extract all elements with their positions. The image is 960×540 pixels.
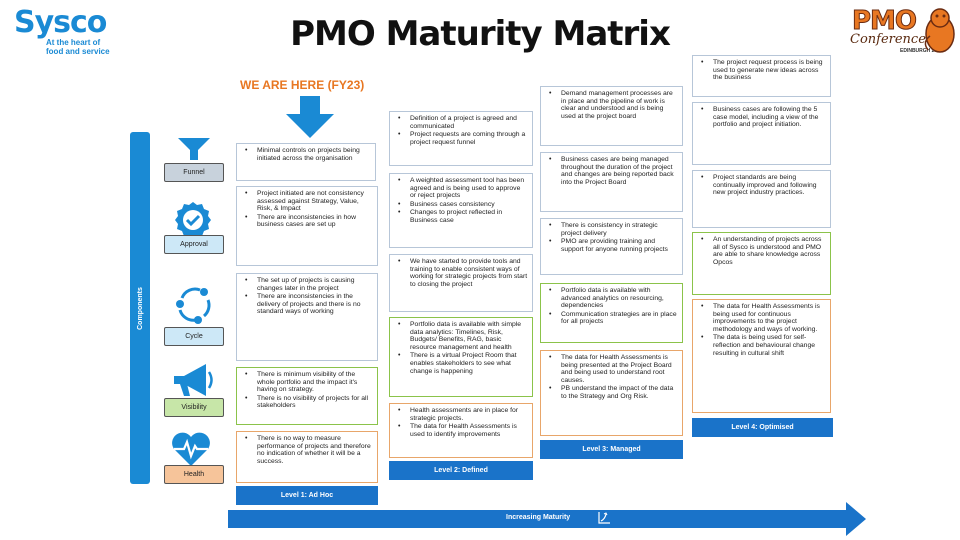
bullet-item: The project request process is being use… (699, 59, 826, 82)
level1-health-box: There is no way to measure performance o… (236, 431, 378, 483)
category-funnel: Funnel (164, 163, 224, 182)
bullet-item: Business cases are following the 5 case … (699, 106, 826, 129)
bullet-item: Health assessments are in place for stra… (396, 407, 528, 422)
level4-funnel-box: The project request process is being use… (692, 55, 831, 97)
growth-icon (598, 512, 610, 524)
level2-approval-box: A weighted assessment tool has been agre… (389, 173, 533, 248)
level3-health-box: The data for Health Assessments is being… (540, 350, 683, 436)
page-title: PMO Maturity Matrix (290, 14, 671, 54)
bullet-item: There is a virtual Project Room that ena… (396, 352, 528, 375)
we-are-here-label: WE ARE HERE (FY23) (240, 78, 365, 92)
level-1-label: Level 1: Ad Hoc (236, 486, 378, 505)
components-bar (130, 132, 150, 484)
level4-visibility-box: An understanding of projects across all … (692, 232, 831, 295)
pmo-wordmark: PMO (851, 6, 917, 37)
level-2-label: Level 2: Defined (389, 461, 533, 480)
bullet-item: Definition of a project is agreed and co… (396, 115, 528, 130)
funnel-icon (178, 138, 210, 160)
level2-health-box: Health assessments are in place for stra… (389, 403, 533, 458)
bullet-item: We have started to provide tools and tra… (396, 258, 528, 288)
category-approval: Approval (164, 235, 224, 254)
sysco-tagline-1: At the heart of (46, 38, 101, 47)
bullet-item: There are inconsistencies in the deliver… (243, 293, 373, 316)
pmo-conference-logo: PMO Conference EDINBURGH 2024 (848, 4, 958, 60)
megaphone-icon (174, 364, 213, 396)
cycle-icon (176, 287, 211, 324)
bullet-item: An understanding of projects across all … (699, 236, 826, 266)
bullet-item: There is consistency in strategic projec… (547, 222, 678, 237)
components-label: Components (136, 286, 144, 330)
bullet-item: The data for Health Assessments is used … (396, 423, 528, 438)
bullet-item: Project standards are being continually … (699, 174, 826, 197)
bullet-item: PB understand the impact of the data to … (547, 385, 678, 400)
level3-funnel-box: Demand management processes are in place… (540, 86, 683, 146)
sysco-logo: Sysco At the heart of food and service (14, 8, 114, 60)
bullet-item: Project initiated are not consistency as… (243, 190, 373, 213)
maturity-label: Increasing Maturity (506, 514, 571, 521)
bullet-item: The set up of projects is causing change… (243, 277, 373, 292)
level3-visibility-box: Portfolio data is available with advance… (540, 283, 683, 343)
level3-approval-box: Business cases are being managed through… (540, 152, 683, 212)
mascot-icon (924, 8, 955, 53)
bullet-item: There is minimum visibility of the whole… (243, 371, 373, 394)
award-badge-icon (175, 202, 211, 237)
bullet-item: The data for Health Assessments is being… (699, 303, 826, 333)
level1-funnel-box: Minimal controls on projects being initi… (236, 143, 376, 181)
bullet-item: The data is being used for self-reflecti… (699, 334, 826, 357)
bullet-item: Project requests are coming through a pr… (396, 131, 528, 146)
bullet-item: Demand management processes are in place… (547, 90, 678, 120)
category-health: Health (164, 465, 224, 484)
level1-approval-box: Project initiated are not consistency as… (236, 186, 378, 266)
bullet-item: Business cases are being managed through… (547, 156, 678, 186)
bullet-item: Communication strategies are in place fo… (547, 311, 678, 326)
bullet-item: Business cases consistency (396, 201, 528, 209)
sysco-wordmark: Sysco (14, 5, 107, 40)
bullet-item: Changes to project reflected in Business… (396, 209, 528, 224)
level1-cycle-box: The set up of projects is causing change… (236, 273, 378, 361)
category-cycle: Cycle (164, 327, 224, 346)
level4-cycle-box: Project standards are being continually … (692, 170, 831, 228)
level2-visibility-box: Portfolio data is available with simple … (389, 317, 533, 397)
conference-city: EDINBURGH 2024 (900, 48, 943, 54)
sysco-tagline-2: food and service (46, 47, 110, 56)
level4-health-box: The data for Health Assessments is being… (692, 299, 831, 413)
level1-visibility-box: There is minimum visibility of the whole… (236, 367, 378, 425)
bullet-item: PMO are providing training and support f… (547, 238, 678, 253)
maturity-arrow (228, 502, 866, 536)
bullet-item: There are inconsistencies in how busines… (243, 214, 373, 229)
level-3-label: Level 3: Managed (540, 440, 683, 459)
level4-approval-box: Business cases are following the 5 case … (692, 102, 831, 165)
bullet-item: Portfolio data is available with simple … (396, 321, 528, 351)
level2-funnel-box: Definition of a project is agreed and co… (389, 111, 533, 166)
we-are-here-arrow-icon (286, 96, 334, 138)
conference-wordmark: Conference (850, 32, 926, 47)
bullet-item: The data for Health Assessments is being… (547, 354, 678, 384)
bullet-item: Minimal controls on projects being initi… (243, 147, 371, 162)
level2-cycle-box: We have started to provide tools and tra… (389, 254, 533, 312)
components-label-wrap: Components (130, 132, 150, 484)
bullet-item: There is no way to measure performance o… (243, 435, 373, 465)
bullet-item: Portfolio data is available with advance… (547, 287, 678, 310)
bullet-item: There is no visibility of projects for a… (243, 395, 373, 410)
heartbeat-icon (172, 432, 210, 466)
level3-cycle-box: There is consistency in strategic projec… (540, 218, 683, 275)
bullet-item: A weighted assessment tool has been agre… (396, 177, 528, 200)
category-visibility: Visibility (164, 398, 224, 417)
level-4-label: Level 4: Optimised (692, 418, 833, 437)
